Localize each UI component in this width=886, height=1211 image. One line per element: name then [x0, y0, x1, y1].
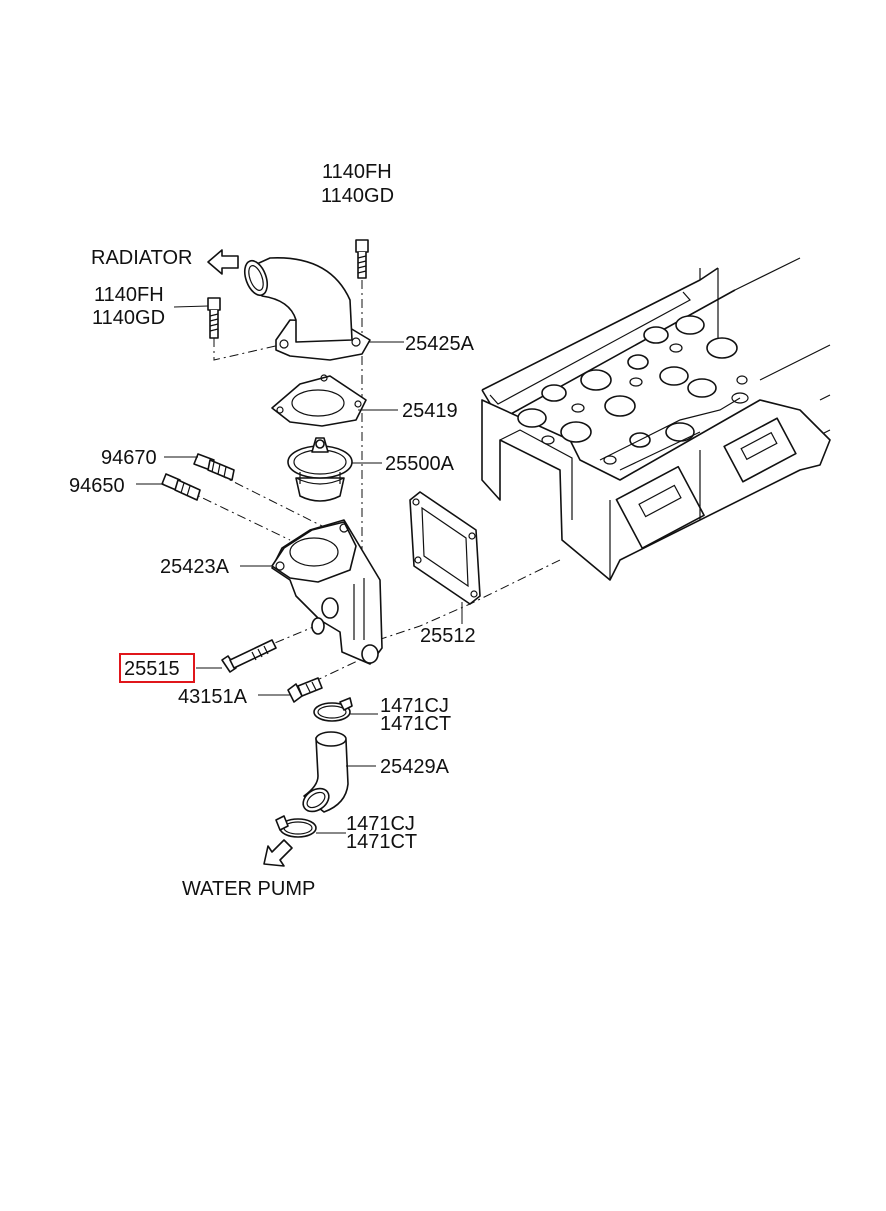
hose-25429A[interactable] — [299, 731, 349, 816]
bolt-long-25515[interactable] — [221, 639, 277, 673]
cylinder-head — [481, 257, 831, 581]
gasket-plate-25512[interactable] — [409, 491, 481, 605]
label-1140fh-left[interactable]: 1140FH — [94, 284, 164, 306]
label-94650[interactable]: 94650 — [69, 475, 125, 497]
sensor-94650[interactable] — [161, 473, 201, 501]
clamp-lower[interactable] — [275, 815, 317, 838]
label-1140gd-top[interactable]: 1140GD — [321, 185, 394, 207]
label-1471ct-lower[interactable]: 1471CT — [346, 831, 417, 853]
bolt-short-43151A[interactable] — [287, 677, 323, 703]
label-1471cj-upper[interactable]: 1471CJ — [380, 695, 449, 717]
label-25425a[interactable]: 25425A — [405, 333, 475, 355]
housing-25423A[interactable] — [271, 519, 383, 665]
label-water-pump: WATER PUMP — [182, 878, 315, 900]
thermostat-25500A[interactable] — [287, 437, 353, 502]
outlet-25425A[interactable] — [240, 257, 371, 361]
water-pump-arrow — [263, 839, 293, 867]
highlight-box — [119, 653, 195, 683]
bolt-left[interactable] — [207, 297, 221, 339]
label-1140gd-left[interactable]: 1140GD — [92, 307, 165, 329]
radiator-arrow — [207, 249, 239, 275]
leader-lines — [136, 305, 463, 834]
part-labels: 1140FH 1140GD RADIATOR 1140FH 1140GD 254… — [69, 161, 476, 900]
gasket-25419[interactable] — [271, 374, 367, 427]
label-25515[interactable]: 25515 — [124, 658, 180, 680]
bolt-top[interactable] — [355, 239, 369, 279]
label-1471cj-lower[interactable]: 1471CJ — [346, 813, 415, 835]
clamp-upper[interactable] — [313, 697, 353, 722]
label-1471ct-upper[interactable]: 1471CT — [380, 713, 451, 735]
label-radiator: RADIATOR — [91, 247, 193, 269]
label-25500a[interactable]: 25500A — [385, 453, 455, 475]
sensor-94670[interactable] — [193, 453, 235, 481]
label-25423a[interactable]: 25423A — [160, 556, 230, 578]
label-25419[interactable]: 25419 — [402, 400, 458, 422]
label-43151a[interactable]: 43151A — [178, 686, 248, 708]
label-25429a[interactable]: 25429A — [380, 756, 450, 778]
label-1140fh-top[interactable]: 1140FH — [322, 161, 392, 183]
label-94670[interactable]: 94670 — [101, 447, 157, 469]
label-25512[interactable]: 25512 — [420, 625, 476, 647]
